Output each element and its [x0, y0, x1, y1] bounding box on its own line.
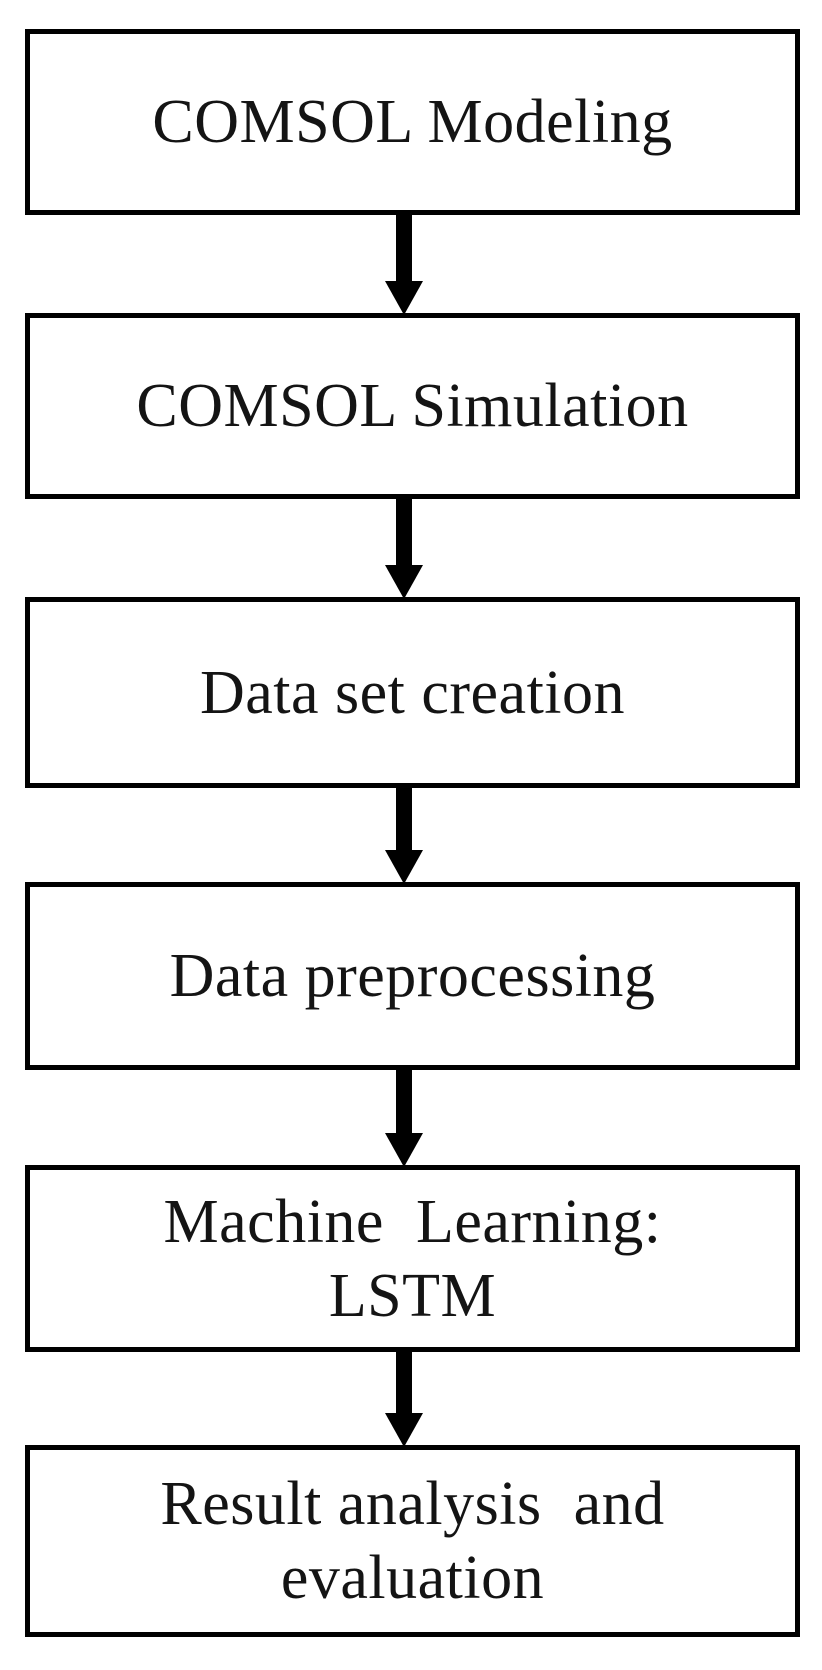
- flow-arrow-down-5: [385, 1350, 423, 1447]
- flow-node-label: COMSOL Simulation: [136, 372, 689, 440]
- flow-node-label: COMSOL Modeling: [152, 88, 673, 156]
- flow-node-data-set-creation[interactable]: Data set creation: [25, 597, 800, 788]
- flow-node-label-line1: Machine Learning:: [163, 1187, 662, 1256]
- flow-node-label-line2: evaluation: [280, 1544, 545, 1612]
- flow-arrow-down-3: [385, 786, 423, 884]
- flow-node-label-line2: LSTM: [328, 1261, 497, 1330]
- flow-node-result-analysis[interactable]: Result analysis and evaluation: [25, 1445, 800, 1637]
- flow-node-label: Data set creation: [199, 658, 626, 727]
- flow-node-label-line1: Result analysis and: [160, 1470, 665, 1538]
- flow-arrow-down-1: [385, 213, 423, 315]
- flow-node-comsol-simulation[interactable]: COMSOL Simulation: [25, 313, 800, 499]
- flow-node-label: Data preprocessing: [169, 942, 656, 1010]
- flow-arrow-down-2: [385, 497, 423, 599]
- flow-node-comsol-modeling[interactable]: COMSOL Modeling: [25, 29, 800, 215]
- flow-node-data-preprocessing[interactable]: Data preprocessing: [25, 882, 800, 1070]
- flow-arrow-down-4: [385, 1068, 423, 1167]
- flow-node-machine-learning[interactable]: Machine Learning: LSTM: [25, 1165, 800, 1352]
